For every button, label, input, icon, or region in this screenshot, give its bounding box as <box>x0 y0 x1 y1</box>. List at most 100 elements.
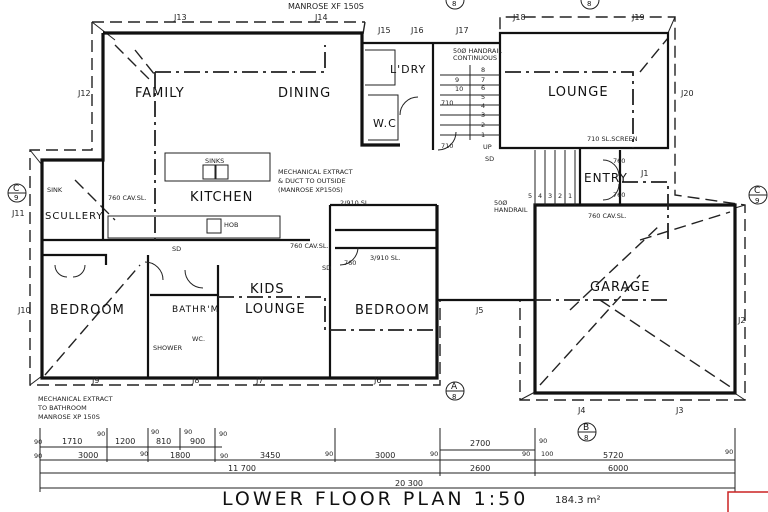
dimension-label: 2700 <box>470 439 490 448</box>
stair-number: 8 <box>481 66 485 74</box>
section-marker-b-top-1: 8 <box>445 0 465 10</box>
dimension-label: 6000 <box>608 464 628 473</box>
section-marker-b-bottom: B8 <box>577 422 597 442</box>
svg-text:8: 8 <box>584 434 588 442</box>
walls <box>40 31 737 395</box>
title-block-corner <box>727 491 768 512</box>
stair-number: 7 <box>481 76 485 84</box>
room-kids: KIDS <box>250 282 285 297</box>
note-kitchen-extract: MECHANICAL EXTRACT <box>278 168 353 176</box>
note-door-width: 760 <box>613 191 625 199</box>
dimension-label: 90 <box>725 448 733 456</box>
note-bath-extract: TO BATHROOM <box>37 404 87 412</box>
dimension-label: 1800 <box>170 451 190 460</box>
note-door-width: 710 <box>441 142 453 150</box>
dimension-label: 810 <box>156 437 171 446</box>
room-dining: DINING <box>278 86 331 101</box>
joinery-label: J19 <box>631 13 645 22</box>
room-wc: W.C <box>373 117 397 130</box>
joinery-label: J7 <box>255 376 263 385</box>
kitchen-bench <box>107 152 281 239</box>
dimension-label: 1710 <box>62 437 82 446</box>
doors <box>54 96 620 289</box>
stair-number: 3 <box>548 192 552 200</box>
svg-text:8: 8 <box>452 393 456 401</box>
svg-text:C: C <box>754 186 760 196</box>
joinery-label: J12 <box>77 89 91 98</box>
roof-outline <box>29 16 746 401</box>
stair-number: 10 <box>455 85 463 93</box>
room-garage: GARAGE <box>590 280 650 295</box>
note-hob: HOB <box>224 221 238 229</box>
section-markers: C9 C9 8 8 A8 B8 <box>7 0 768 442</box>
dimension-label: 90 <box>97 430 105 438</box>
note-smoke-detector: SD <box>485 155 494 163</box>
note-sinks: SINKS <box>205 157 224 165</box>
dimension-label: 100 <box>541 450 553 458</box>
joinery-label: J18 <box>512 13 526 22</box>
room-labels: FAMILY DINING KITCHEN SCULLERY L'DRY W.C… <box>45 63 650 318</box>
dimension-label: 11 700 <box>228 464 256 473</box>
note-sink: SINK <box>47 186 63 194</box>
dimension-label: 90 <box>184 428 192 436</box>
note-handrail: HANDRAIL <box>494 206 528 214</box>
joinery-label: J16 <box>410 26 424 35</box>
joinery-label: J4 <box>577 406 585 415</box>
dimension-label: 3450 <box>260 451 280 460</box>
svg-text:9: 9 <box>755 197 759 205</box>
floor-area: 184.3 m² <box>555 495 601 506</box>
svg-text:8: 8 <box>452 0 456 8</box>
note-cavity-slider: 760 CAV.SL. <box>108 194 147 202</box>
joinery-labels: J1 J2 J3 J4 J5 J6 J7 J8 J9 J10 J11 J12 J… <box>11 13 745 415</box>
dimension-label: 90 <box>325 450 333 458</box>
dimension-label: 20 300 <box>395 479 423 488</box>
note-cavity-slider: 760 CAV.SL. <box>290 242 329 250</box>
dimension-label: 90 <box>34 452 42 460</box>
room-lounge: LOUNGE <box>548 85 609 100</box>
stair-number: 9 <box>455 76 459 84</box>
note-smoke-detector: SD <box>322 264 331 272</box>
note-bath-extract: MANROSE XP 150S <box>38 413 100 421</box>
joinery-label: J6 <box>373 376 381 385</box>
dimension-label: 90 <box>522 450 530 458</box>
svg-text:B: B <box>583 423 589 433</box>
dimension-label: 90 <box>151 428 159 436</box>
note-shower: SHOWER <box>153 344 183 352</box>
room-scullery: SCULLERY <box>45 211 104 222</box>
joinery-label: J3 <box>675 406 683 415</box>
bulkhead-lines <box>154 45 669 331</box>
room-laundry: L'DRY <box>390 63 426 76</box>
note-handrail-continuous: 50Ø HANDRAIL <box>453 47 502 55</box>
stair-number: 4 <box>481 102 485 110</box>
dimension-label: 90 <box>219 430 227 438</box>
stair-number: 4 <box>538 192 542 200</box>
note-door-width: 760 <box>613 157 625 165</box>
joinery-label: J14 <box>314 13 328 22</box>
plan-title: LOWER FLOOR PLAN 1:50 <box>222 488 528 510</box>
joinery-label: J5 <box>475 306 483 315</box>
joinery-label: J11 <box>11 209 25 218</box>
room-kitchen: KITCHEN <box>190 190 253 205</box>
note-kitchen-extract: (MANROSE XP150S) <box>278 186 343 194</box>
stair-number: 6 <box>481 84 485 92</box>
dimension-label: 2600 <box>470 464 490 473</box>
note-stair-up: UP <box>483 143 492 151</box>
stair-number: 5 <box>481 93 485 101</box>
room-family: FAMILY <box>135 86 185 101</box>
note-door-width: 760 <box>344 259 356 267</box>
note-door-width: 710 <box>441 99 453 107</box>
section-marker-a: A8 <box>445 381 465 401</box>
stairs <box>440 65 576 205</box>
joinery-label: J2 <box>737 316 745 325</box>
joinery-label: J17 <box>455 26 469 35</box>
note-handrail: 50Ø <box>494 199 507 207</box>
note-handrail-continuous: CONTINUOUS <box>453 54 497 62</box>
joinery-label: J13 <box>173 13 187 22</box>
dimension-label: 90 <box>430 450 438 458</box>
note-kitchen-extract: & DUCT TO OUTSIDE <box>278 177 346 185</box>
joinery-label: J10 <box>17 306 31 315</box>
stair-number: 2 <box>481 121 485 129</box>
room-entry: ENTRY <box>584 171 628 185</box>
dimension-labels: 90 1710 90 1200 90 810 90 900 90 2700 90… <box>34 428 733 488</box>
